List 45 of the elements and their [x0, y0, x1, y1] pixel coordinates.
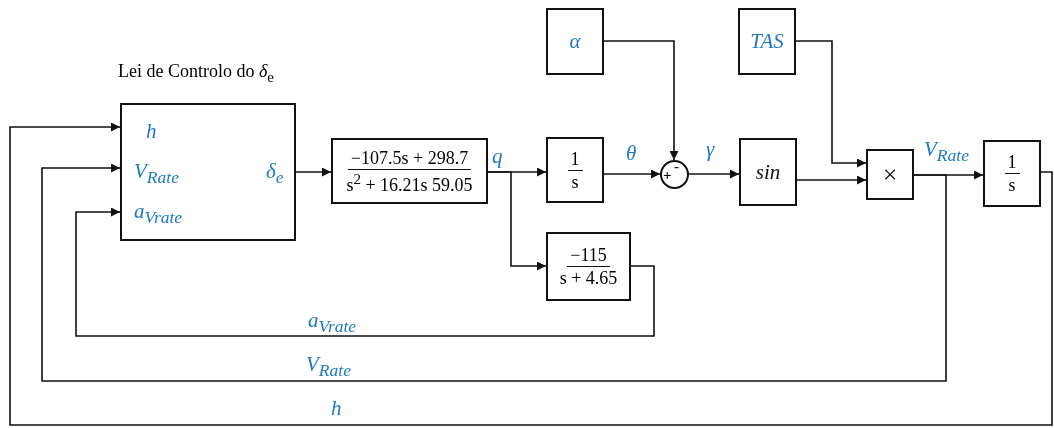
signal-label: q — [492, 146, 503, 167]
multiplier-block — [866, 149, 914, 200]
arrow — [487, 171, 547, 271]
denominator: s — [570, 170, 580, 193]
denominator: s + 4.65 — [558, 267, 619, 289]
summing-junction — [660, 160, 689, 189]
arrow — [75, 207, 655, 337]
port-label: V$_{Rate}$ — [134, 161, 179, 187]
signal-label: h — [331, 398, 342, 419]
block-title: Lei de Controlo do δ$_{e}$ — [118, 62, 275, 85]
signal-label: V$_{Rate}$ — [924, 139, 969, 165]
signal-label: θ — [626, 143, 637, 164]
denominator: s — [1007, 174, 1017, 196]
signal-name: sin — [755, 159, 781, 185]
port-label: a$_{Vrate}$ — [134, 201, 183, 227]
function-block — [739, 138, 797, 206]
numerator: −115 — [567, 244, 610, 267]
input-block — [546, 8, 604, 75]
port-label: h — [146, 121, 157, 142]
arrow — [41, 163, 947, 382]
signal-name: TAS — [750, 29, 784, 54]
arrow — [603, 169, 661, 179]
arrow — [688, 169, 740, 179]
numerator: 1 — [1004, 151, 1020, 174]
minus-sign: - — [674, 159, 679, 174]
port-label: δ$_{e}$ — [266, 161, 284, 187]
numerator: −107.5s + 298.7 — [347, 146, 472, 170]
integrator-block — [983, 140, 1041, 207]
arrow — [795, 40, 867, 168]
input-block — [738, 8, 796, 75]
integrator-block — [546, 137, 604, 203]
arrow — [9, 122, 1053, 426]
numerator: 1 — [567, 147, 583, 171]
signal-label: a$_{Vrate}$ — [308, 310, 357, 336]
arrow — [295, 167, 332, 177]
denominator: s$^{2}$ + 16.21s 59.05 — [345, 169, 474, 196]
arrow — [796, 175, 867, 185]
arrow — [603, 40, 679, 161]
signal-label: V$_{Rate}$ — [306, 354, 351, 380]
signal-name: α — [569, 29, 581, 54]
signal-label: γ — [706, 139, 715, 160]
plus-sign: + — [663, 168, 672, 183]
transfer-function-block — [546, 232, 631, 301]
transfer-function-block — [331, 138, 488, 204]
multiply-sign: × — [882, 159, 898, 190]
